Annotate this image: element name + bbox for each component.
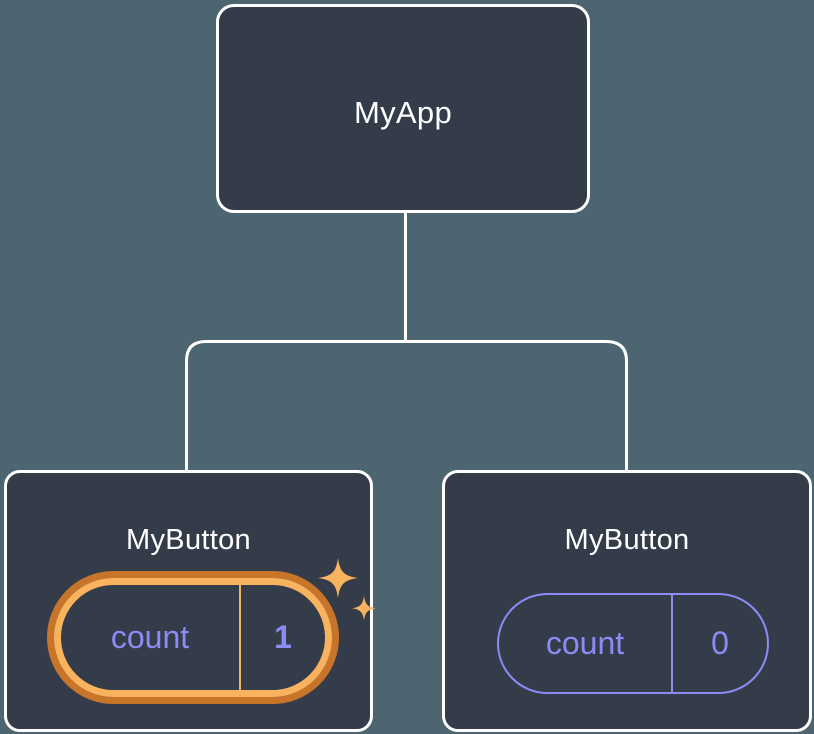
state-pill-left-highlighted[interactable]: count 1: [47, 571, 339, 704]
node-mybutton-left-label: MyButton: [126, 524, 251, 556]
state-pill-right[interactable]: count 0: [497, 593, 769, 694]
node-myapp-label: MyApp: [354, 95, 452, 130]
node-mybutton-right[interactable]: MyButton count 0: [442, 470, 812, 732]
state-value-left: 1: [274, 619, 292, 655]
edge-branch-bar: [185, 340, 628, 470]
state-key-right: count: [499, 595, 673, 692]
state-value-right: 0: [711, 625, 729, 661]
state-key-left: count: [61, 585, 241, 690]
node-myapp[interactable]: MyApp: [216, 4, 590, 213]
state-pill-left-inner-ring: count 1: [54, 578, 332, 697]
node-mybutton-left[interactable]: MyButton count 1: [4, 470, 373, 732]
node-mybutton-right-label: MyButton: [564, 524, 690, 556]
